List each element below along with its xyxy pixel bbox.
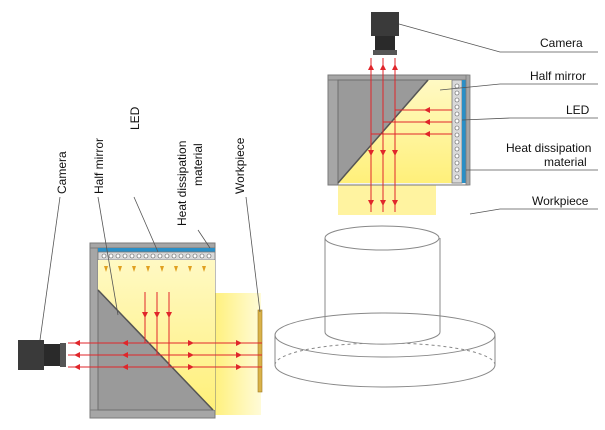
label-heat-upper-1: Heat dissipation — [506, 141, 591, 155]
lower-led-dots — [101, 253, 212, 259]
label-heat-lower-2: material — [191, 143, 205, 186]
label-led-upper: LED — [566, 103, 590, 117]
label-heat-upper-2: material — [544, 155, 587, 169]
lower-workpiece-strip — [257, 309, 263, 393]
workpiece-object — [274, 225, 496, 388]
label-workpiece-upper: Workpiece — [532, 194, 589, 208]
leader-lines — [39, 23, 598, 341]
upper-heat-dissipation-layer — [462, 80, 466, 183]
lower-led-band — [97, 251, 216, 261]
workpiece-pillar-side — [324, 238, 441, 332]
upper-glow-below — [338, 183, 436, 215]
upper-rays — [370, 58, 452, 212]
label-camera-upper: Camera — [540, 36, 583, 50]
label-half-mirror-upper: Half mirror — [530, 69, 586, 83]
lower-heat-dissipation-layer — [98, 248, 215, 252]
lower-camera-body — [18, 340, 44, 370]
label-camera-lower: Camera — [55, 151, 69, 194]
upper-illuminator — [327, 12, 471, 215]
upper-camera-lens — [375, 36, 395, 50]
label-half-mirror-lower: Half mirror — [92, 138, 106, 194]
upper-led-dots — [454, 83, 460, 180]
upper-camera-body — [371, 12, 399, 36]
label-workpiece-lower: Workpiece — [233, 137, 247, 194]
upper-led-band — [451, 79, 463, 184]
workpiece-pillar-top — [324, 225, 440, 251]
workpiece-base-side — [274, 335, 496, 388]
lower-illuminator — [18, 242, 263, 419]
label-heat-lower-1: Heat dissipation — [175, 141, 189, 226]
label-led-lower: LED — [128, 106, 142, 130]
lower-camera-lens — [44, 344, 60, 366]
